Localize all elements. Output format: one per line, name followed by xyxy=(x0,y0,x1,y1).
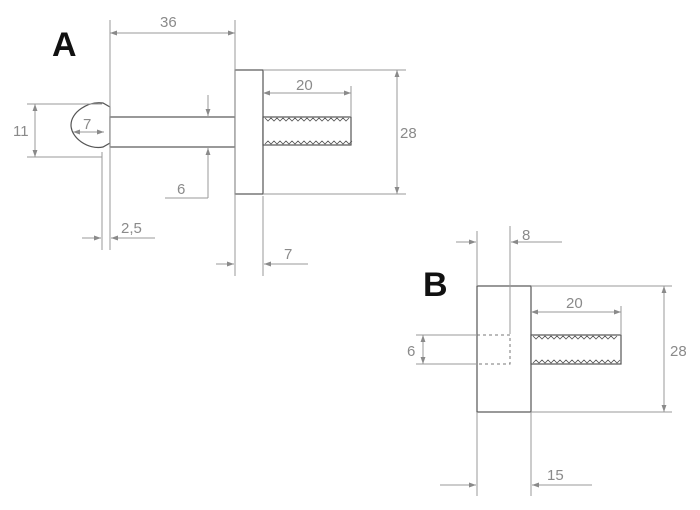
dim-a-overall-length: 36 xyxy=(109,14,236,276)
dim-b-bore-diameter-text: 6 xyxy=(407,343,415,360)
dim-b-body-thickness-text: 15 xyxy=(547,467,564,484)
dim-a-overall-length-text: 36 xyxy=(160,14,177,31)
dim-b-bore-depth: 8 xyxy=(456,226,562,334)
dim-a-thread-length-text: 20 xyxy=(296,77,313,94)
dim-b-bore-depth-text: 8 xyxy=(522,227,530,244)
dim-a-flange-thickness-text: 7 xyxy=(284,246,292,263)
part-a-label: A xyxy=(52,26,77,64)
part-a-geometry xyxy=(70,69,353,195)
dim-a-flange-thickness: 7 xyxy=(216,196,308,276)
dim-a-thread-length: 20 xyxy=(263,77,352,116)
dim-b-thread-length-text: 20 xyxy=(566,295,583,312)
dim-a-head-width-text: 7 xyxy=(83,116,91,133)
part-a-thread-bottom xyxy=(264,140,353,145)
dim-b-body-diameter: 28 xyxy=(531,285,687,413)
part-a-flange xyxy=(234,69,264,195)
dim-a-head-offset: 2,5 xyxy=(82,152,155,250)
dim-a-flange-diameter: 28 xyxy=(263,69,417,195)
part-a-threaded-stud xyxy=(262,116,352,146)
dim-a-shank-diameter: 6 xyxy=(165,95,211,199)
dim-a-head-diameter-text: 11 xyxy=(13,123,29,140)
part-a-thread-top xyxy=(264,117,350,122)
part-b-label: B xyxy=(423,266,448,304)
part-b-threaded-stud xyxy=(530,334,622,365)
dim-b-body-diameter-text: 28 xyxy=(670,343,687,360)
part-b-geometry xyxy=(476,285,622,413)
part-b-body xyxy=(476,285,532,413)
dim-b-body-thickness: 15 xyxy=(440,412,592,496)
dim-a-head-offset-text: 2,5 xyxy=(121,220,142,237)
dim-a-head-width: 7 xyxy=(73,116,104,135)
part-a-shank xyxy=(109,116,236,148)
dim-b-bore-diameter: 6 xyxy=(407,334,476,365)
dim-a-shank-diameter-text: 6 xyxy=(177,181,185,198)
dim-a-flange-diameter-text: 28 xyxy=(400,125,417,142)
part-b-thread-top xyxy=(532,335,618,340)
part-b-hidden-bore xyxy=(477,334,511,365)
dim-a-head-diameter: 11 xyxy=(13,103,102,158)
part-b-thread-bottom xyxy=(532,359,621,364)
part-b: B 8 20 6 xyxy=(407,226,687,496)
part-a: A 36 11 7 xyxy=(13,14,417,276)
dim-b-thread-length: 20 xyxy=(531,295,622,334)
